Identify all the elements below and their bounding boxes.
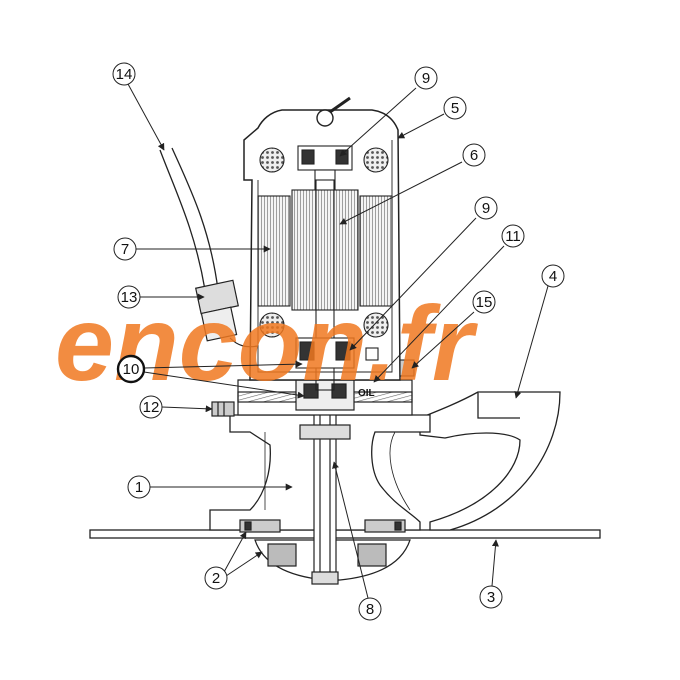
- lower-bearing: [259, 312, 415, 377]
- callout-10: 10: [116, 354, 305, 399]
- callout-1: 1: [127, 475, 293, 499]
- callout-12: 12: [139, 395, 213, 419]
- callout-13: 13: [117, 285, 205, 309]
- callout-13-number: 13: [121, 289, 138, 306]
- callout-8: 8: [332, 461, 382, 621]
- callout-11: 11: [373, 224, 525, 383]
- callout-6-number: 6: [470, 147, 478, 164]
- callout-8-number: 8: [366, 601, 374, 618]
- stator: [257, 195, 393, 307]
- callout-1-number: 1: [135, 479, 143, 496]
- callout-2: 2: [204, 531, 263, 590]
- callout-9-upper-number: 9: [422, 70, 430, 87]
- callout-12-number: 12: [143, 399, 160, 416]
- callout-4: 4: [514, 264, 565, 399]
- callout-7: 7: [113, 237, 271, 261]
- base-plate: [89, 529, 601, 539]
- callout-9-lower-number: 9: [482, 200, 490, 217]
- callout-14-number: 14: [116, 66, 133, 83]
- oil-label: OIL: [358, 388, 375, 399]
- cable-gland: [195, 279, 259, 348]
- callout-15-number: 15: [476, 294, 493, 311]
- callout-10-number: 10: [123, 361, 140, 378]
- callout-5-number: 5: [451, 100, 459, 117]
- callout-15: 15: [411, 290, 496, 369]
- shaft: [299, 399, 351, 585]
- callout-3: 3: [479, 539, 503, 609]
- callout-3-number: 3: [487, 589, 495, 606]
- callout-4-number: 4: [549, 268, 557, 285]
- callout-2-number: 2: [212, 570, 220, 587]
- oil-chamber: [237, 379, 413, 416]
- rotor: [291, 179, 359, 391]
- lifting-handle: [316, 96, 351, 127]
- callout-9-upper: 9: [339, 66, 438, 157]
- callout-9-lower: 9: [349, 196, 498, 351]
- power-cable: [159, 147, 219, 291]
- drain-plug: [211, 401, 235, 417]
- upper-bearing: [259, 145, 389, 193]
- watermark: encon.fr: [55, 285, 479, 403]
- callout-14: 14: [112, 62, 165, 151]
- callout-5: 5: [397, 96, 467, 139]
- callout-6: 6: [339, 143, 486, 225]
- callout-11-number: 11: [505, 228, 521, 245]
- discharge-elbow: [419, 391, 561, 531]
- callout-7-number: 7: [121, 241, 129, 258]
